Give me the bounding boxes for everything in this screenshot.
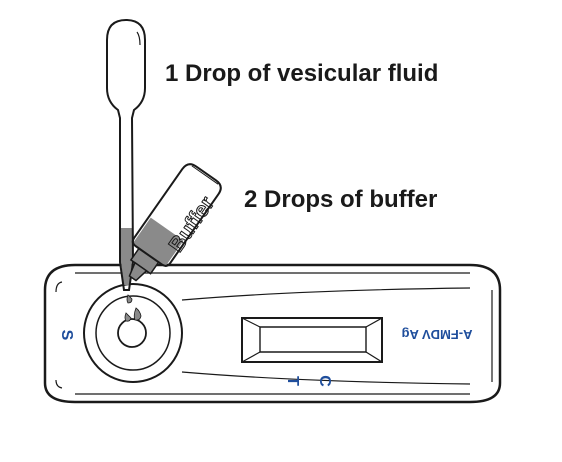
pipette-liquid — [119, 228, 133, 285]
cassette-groove — [181, 371, 471, 385]
cassette-groove — [181, 287, 471, 301]
test-line-label: T — [284, 376, 301, 386]
window-bevel — [241, 317, 261, 328]
window-bevel — [365, 317, 383, 328]
product-label: A-FMDV Ag — [401, 327, 472, 342]
sample-drop-icon — [124, 312, 132, 322]
result-window — [241, 317, 383, 363]
window-bevel — [241, 351, 261, 363]
cassette-body — [43, 263, 502, 404]
bottle-outline — [131, 163, 222, 267]
test-cassette — [43, 263, 502, 404]
result-strip — [259, 326, 367, 353]
buffer-drop-icon — [133, 307, 142, 321]
sample-well-ring — [95, 295, 171, 371]
dropper-pipette — [106, 18, 146, 291]
sample-step-annotation: 1 Drop of vesicular fluid — [165, 60, 439, 87]
bottle-nozzle — [128, 261, 148, 282]
pipette-highlight — [136, 31, 141, 46]
falling-drop-icon — [126, 294, 133, 304]
window-bevel — [365, 351, 383, 363]
bottle-top-ridge — [191, 165, 219, 185]
cassette-edge-line — [55, 379, 63, 389]
sample-well-label: S — [58, 330, 75, 341]
buffer-step-annotation: 2 Drops of buffer — [244, 186, 438, 213]
pipette-outline — [106, 18, 146, 291]
cassette-edge-line — [55, 281, 63, 293]
control-line-label: C — [316, 375, 333, 387]
sample-well-outer — [83, 283, 183, 383]
bottle-label: Buffer — [165, 192, 219, 256]
sample-well-hole — [117, 318, 147, 348]
bottle-liquid — [132, 217, 184, 267]
